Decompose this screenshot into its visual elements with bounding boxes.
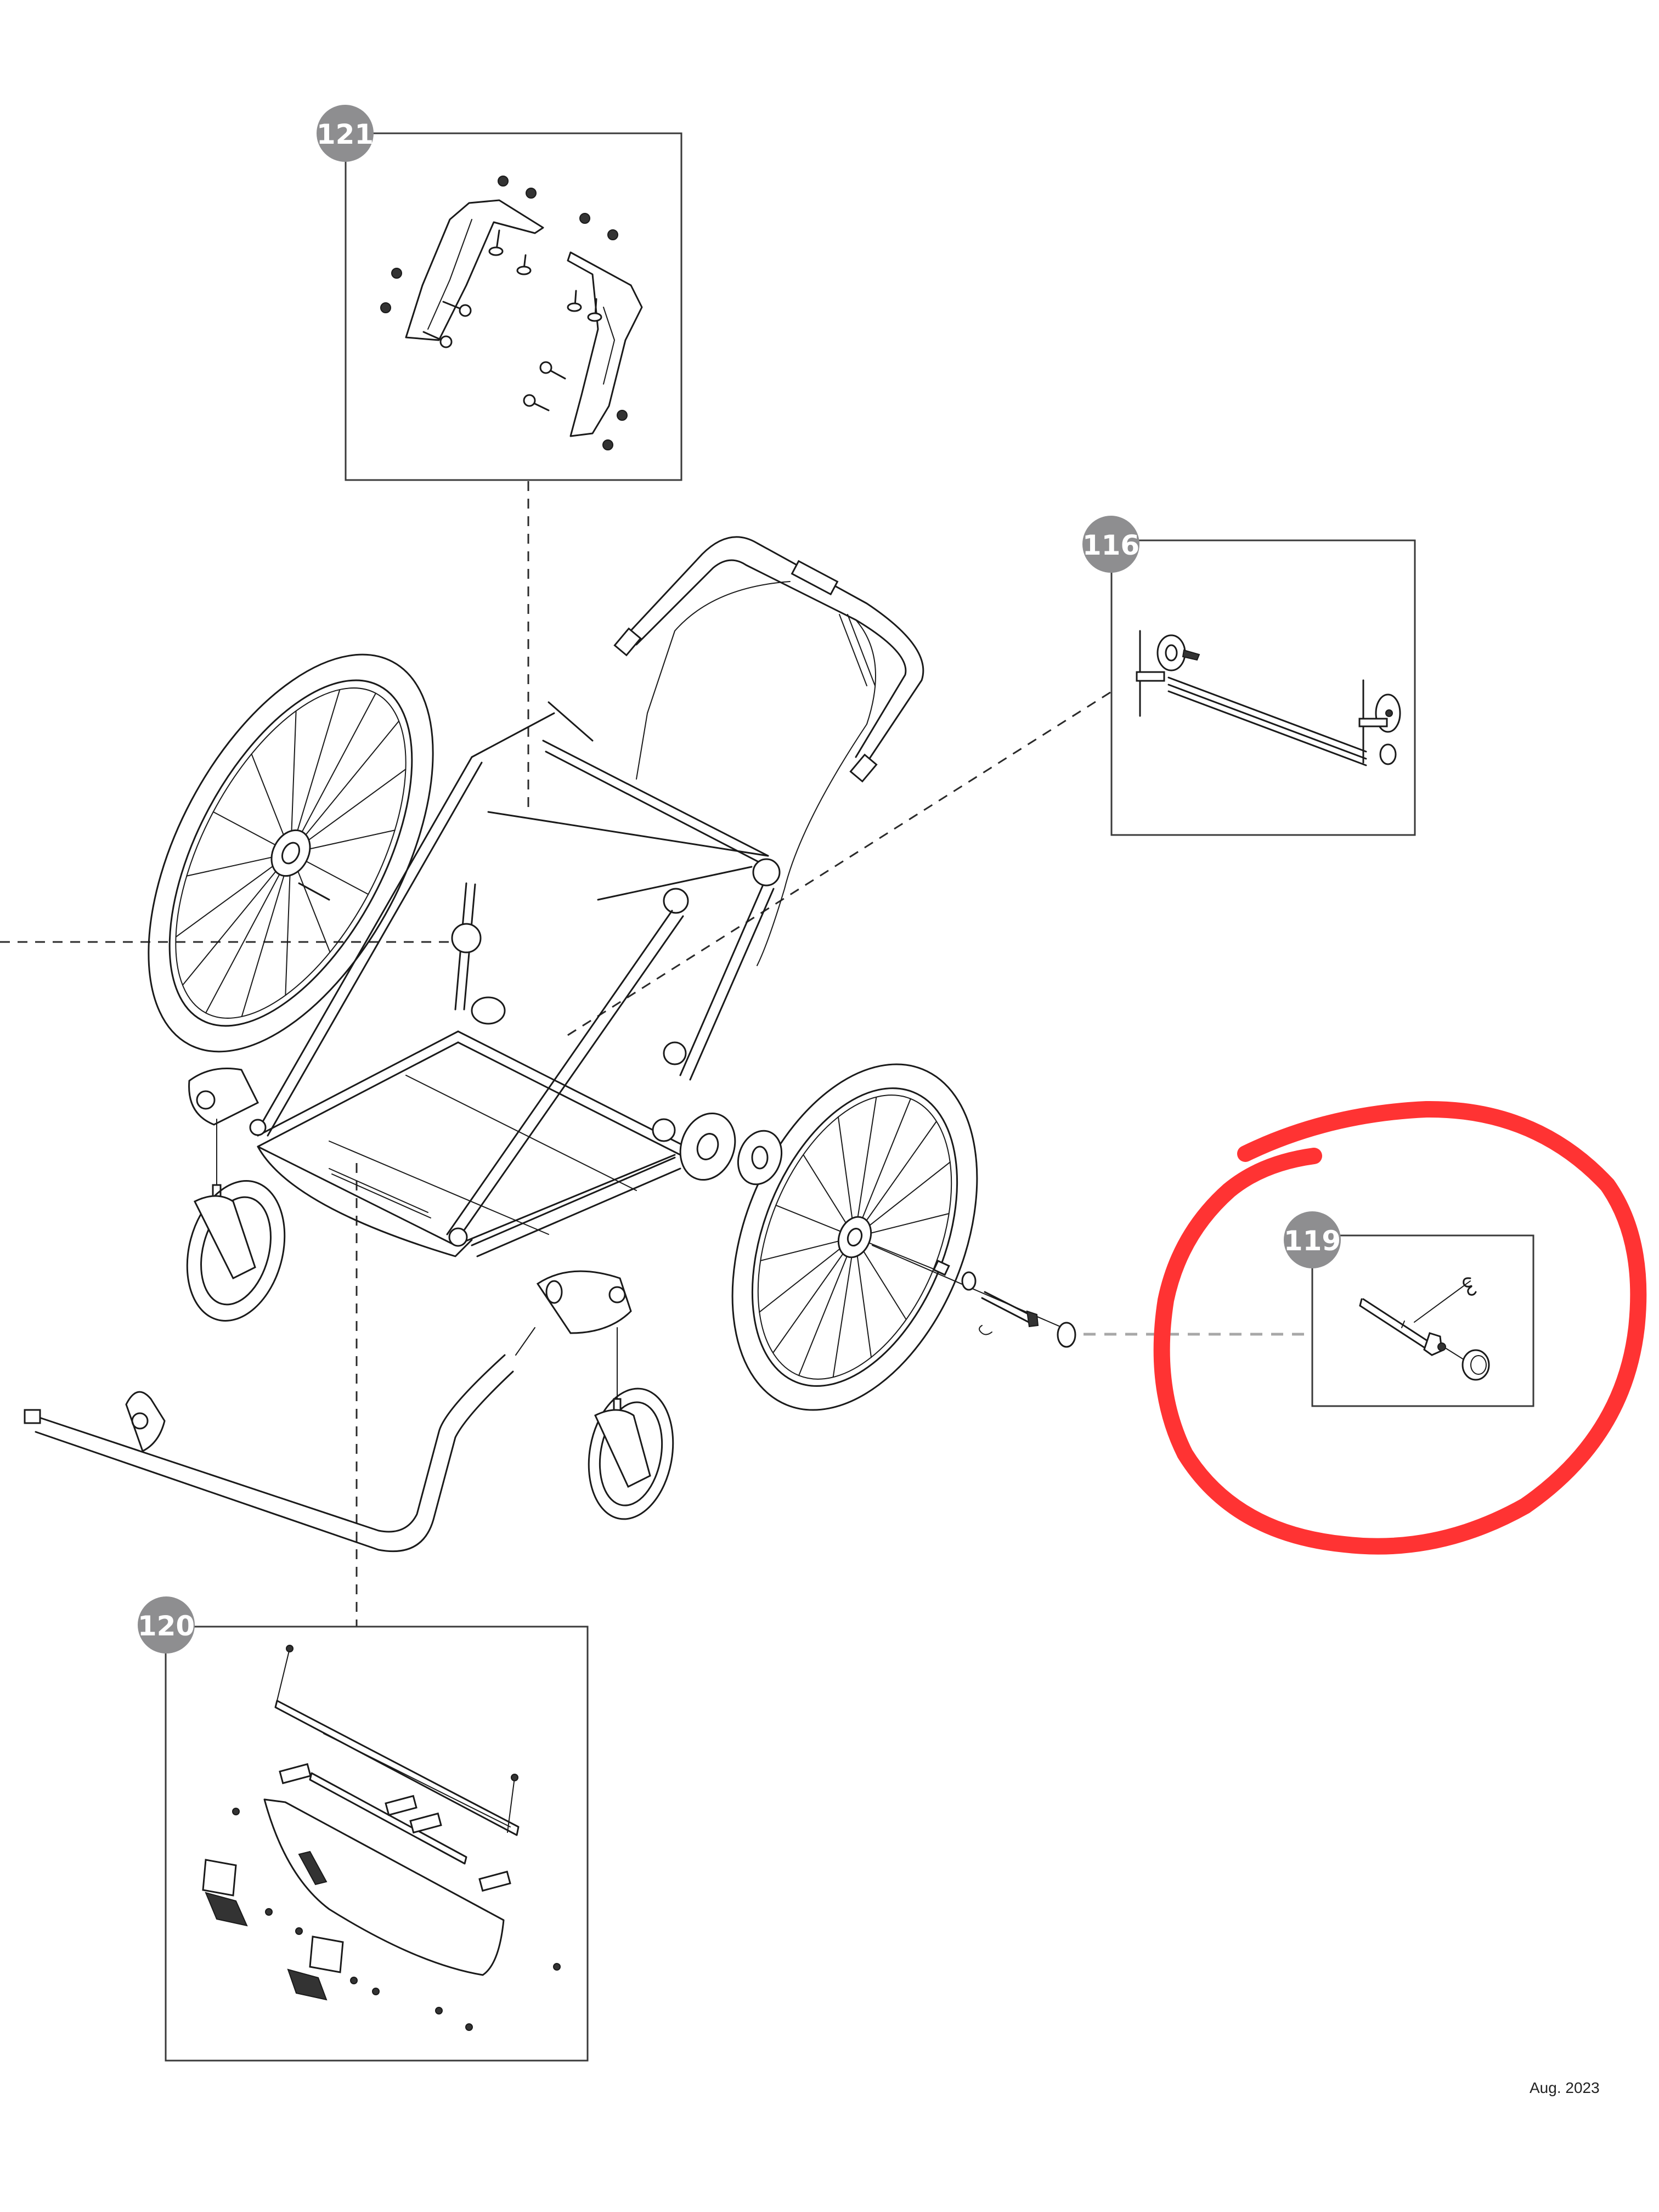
- stroller-main-assembly: [24, 536, 1076, 1553]
- bracket-parts-121: [380, 176, 643, 450]
- bolt-icons: [422, 229, 602, 411]
- callout-box-116: [1110, 539, 1416, 836]
- front-caster-right: [536, 1270, 674, 1520]
- highlight-circle-annotation: [1153, 1101, 1647, 1555]
- rear-axle-parts: [872, 1245, 1076, 1348]
- axle-pin-119: [1359, 1277, 1490, 1381]
- leader-line-116: [565, 691, 1111, 1038]
- badge-119: [1284, 1211, 1341, 1268]
- nut-icons: [380, 176, 628, 450]
- badge-120: [138, 1596, 195, 1654]
- left-axle-stub: [298, 882, 330, 901]
- callout-121[interactable]: 121: [317, 105, 682, 481]
- callout-box-119: [1311, 1234, 1534, 1407]
- footrest-kit-120: [202, 1645, 561, 2031]
- leader-lines: [0, 481, 1312, 1627]
- small-pads: [279, 1763, 511, 1892]
- badge-label-121: 121: [317, 119, 374, 150]
- date-label: Aug. 2023: [1530, 2079, 1600, 2096]
- handlebar: [613, 536, 924, 966]
- brake-assembly-116: [1136, 630, 1401, 766]
- callout-119[interactable]: 119: [1284, 1211, 1534, 1407]
- tow-arm: [24, 1327, 535, 1553]
- badge-label-120: 120: [138, 1610, 195, 1642]
- badge-label-119: 119: [1284, 1225, 1341, 1257]
- front-caster-left: [186, 1068, 286, 1322]
- wheel-hub-spacer: [737, 1130, 783, 1186]
- badge-121: [317, 105, 374, 162]
- brake-disc: [679, 1112, 736, 1181]
- callout-box-120: [165, 1626, 589, 2062]
- callout-116[interactable]: 116: [1082, 516, 1416, 836]
- screw-icons: [232, 1645, 561, 2031]
- main-frame: [249, 701, 781, 1257]
- callout-120[interactable]: 120: [138, 1596, 589, 2062]
- callout-box-121: [345, 132, 682, 481]
- end-cap: [1057, 1322, 1076, 1348]
- left-rear-wheel: [148, 653, 434, 1053]
- badge-116: [1082, 516, 1139, 573]
- badge-label-116: 116: [1082, 529, 1139, 561]
- right-rear-wheel: [731, 1063, 978, 1411]
